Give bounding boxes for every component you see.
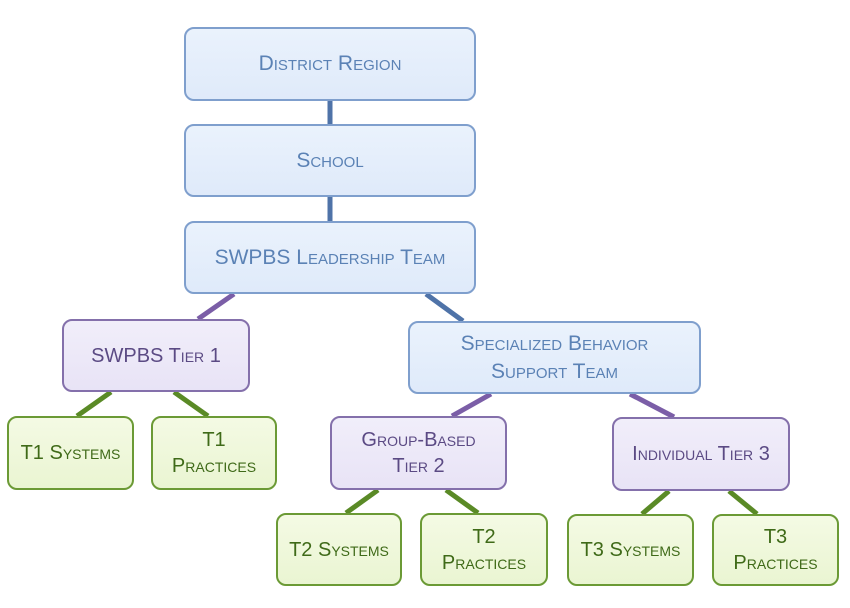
node-label: Specialized Behavior Support Team bbox=[460, 332, 649, 383]
node-label: T2 Systems bbox=[289, 538, 389, 561]
connector-sbst-groupbased bbox=[450, 391, 493, 419]
node-individual-tier3: Individual Tier 3 bbox=[612, 417, 790, 491]
connector-individual-t3practices bbox=[727, 489, 759, 516]
node-school: School bbox=[184, 124, 476, 197]
node-t3-practices: T3 Practices bbox=[712, 514, 839, 586]
node-swpbs-tier1: SWPBS Tier 1 bbox=[62, 319, 250, 392]
node-label: Group-Based Tier 2 bbox=[361, 429, 476, 477]
node-t2-systems: T2 Systems bbox=[276, 513, 402, 586]
node-label: T1 Systems bbox=[20, 442, 121, 464]
node-group-based-tier2: Group-Based Tier 2 bbox=[330, 416, 507, 490]
node-t1-practices: T1 Practices bbox=[151, 416, 277, 490]
node-t1-systems: T1 Systems bbox=[7, 416, 134, 490]
connector-groupbased-t2systems bbox=[344, 487, 380, 516]
connector-leadership-tier1 bbox=[196, 291, 236, 322]
node-label: SWPBS Tier 1 bbox=[91, 344, 221, 367]
connector-individual-t3systems bbox=[640, 489, 671, 516]
connector-tier1-t1practices bbox=[172, 389, 210, 419]
node-label: T3 Systems bbox=[580, 539, 681, 561]
node-district-region: District Region bbox=[184, 27, 476, 101]
connector-groupbased-t2practices bbox=[444, 487, 480, 516]
node-label: Individual Tier 3 bbox=[632, 443, 770, 465]
node-label: School bbox=[296, 148, 364, 172]
node-swpbs-leadership-team: SWPBS Leadership Team bbox=[184, 221, 476, 294]
node-t2-practices: T2 Practices bbox=[420, 513, 548, 586]
node-specialized-behavior-support-team: Specialized Behavior Support Team bbox=[408, 321, 701, 394]
node-label: SWPBS Leadership Team bbox=[214, 245, 446, 269]
node-label: T3 Practices bbox=[733, 526, 818, 574]
node-label: District Region bbox=[258, 52, 402, 76]
connector-sbst-individual bbox=[628, 391, 676, 420]
node-label: T2 Practices bbox=[441, 525, 527, 574]
connector-leadership-sbst bbox=[424, 291, 465, 324]
node-label: T1 Practices bbox=[171, 429, 257, 477]
connector-tier1-t1systems bbox=[75, 389, 113, 419]
node-t3-systems: T3 Systems bbox=[567, 514, 694, 586]
